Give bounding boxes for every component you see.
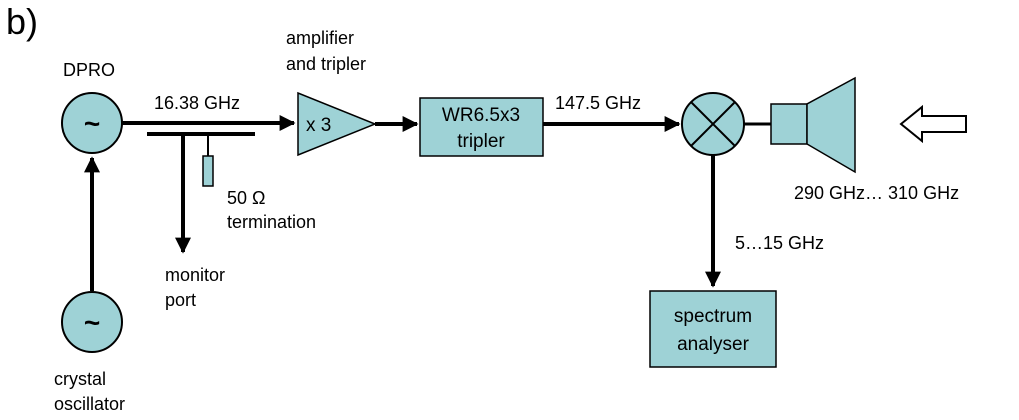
termination-label-line1: 50 Ω xyxy=(227,188,265,208)
dpro-label: DPRO xyxy=(63,60,115,80)
amplifier-triangle: x 3 xyxy=(297,91,378,157)
panel-label: b) xyxy=(6,1,38,42)
amplifier-label-line2: and tripler xyxy=(286,54,366,74)
crystal-label-line1: crystal xyxy=(54,369,106,389)
rf-input-label: 290 GHz… 310 GHz xyxy=(794,183,959,203)
wr65-tripler-box: WR6.5x3 tripler xyxy=(419,97,544,157)
amplifier-label-line1: amplifier xyxy=(286,28,354,48)
if-output-label: 5…15 GHz xyxy=(735,233,824,253)
monitor-label-line1: monitor xyxy=(165,265,225,285)
termination-resistor xyxy=(202,155,214,187)
signal-1-label: 16.38 GHz xyxy=(154,93,240,113)
spectrum-analyser-box: spectrum analyser xyxy=(649,290,777,368)
horn-antenna-icon xyxy=(770,76,856,174)
dpro-oscillator: ~ xyxy=(61,92,123,154)
mixer-icon xyxy=(681,92,745,156)
tripler-text-line2: tripler xyxy=(457,131,505,152)
analyser-text-line2: analyser xyxy=(677,334,749,355)
dpro-tilde-icon: ~ xyxy=(84,108,100,139)
amplifier-text: x 3 xyxy=(306,115,331,136)
monitor-label-line2: port xyxy=(165,290,196,310)
signal-2-label: 147.5 GHz xyxy=(555,93,641,113)
termination-label-line2: termination xyxy=(227,212,316,232)
tripler-text-line1: WR6.5x3 xyxy=(442,105,520,126)
analyser-text-line1: spectrum xyxy=(674,306,752,327)
incoming-signal-arrow-icon xyxy=(899,104,967,144)
crystal-label-line2: oscillator xyxy=(54,394,125,414)
crystal-oscillator: ~ xyxy=(61,291,123,353)
crystal-tilde-icon: ~ xyxy=(84,307,100,338)
